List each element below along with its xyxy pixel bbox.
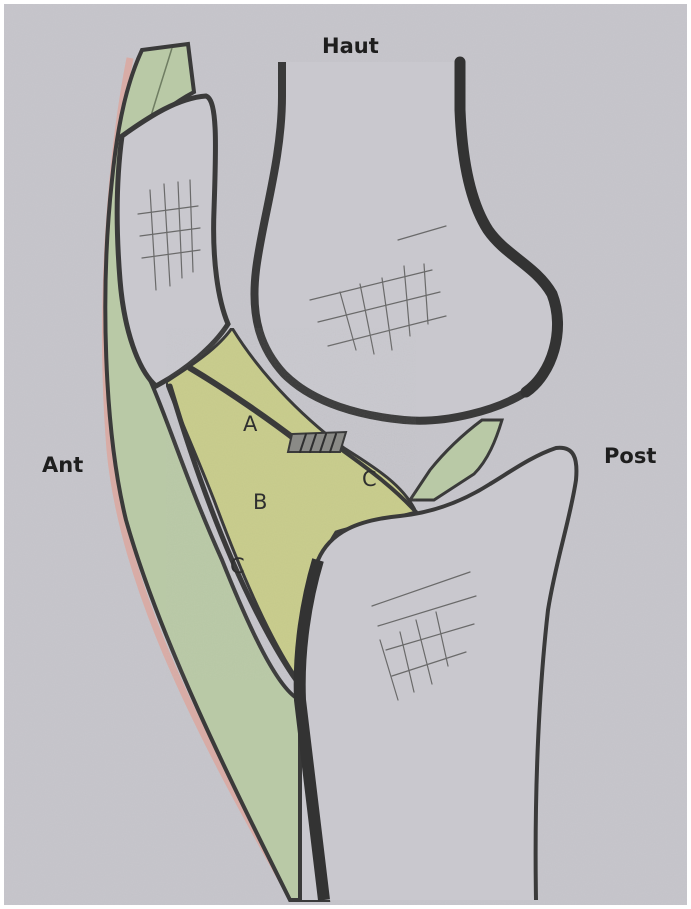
region-label-b: B	[253, 490, 267, 514]
orientation-label-top: Haut	[322, 34, 379, 58]
region-label-c-anterior: C	[230, 554, 245, 578]
orientation-label-anterior: Ant	[42, 453, 83, 477]
ligament-hatch-band	[288, 432, 346, 452]
region-label-a: A	[243, 412, 258, 436]
patella	[117, 96, 228, 386]
region-label-c-posterior: C	[362, 467, 377, 491]
orientation-label-posterior: Post	[604, 444, 656, 468]
